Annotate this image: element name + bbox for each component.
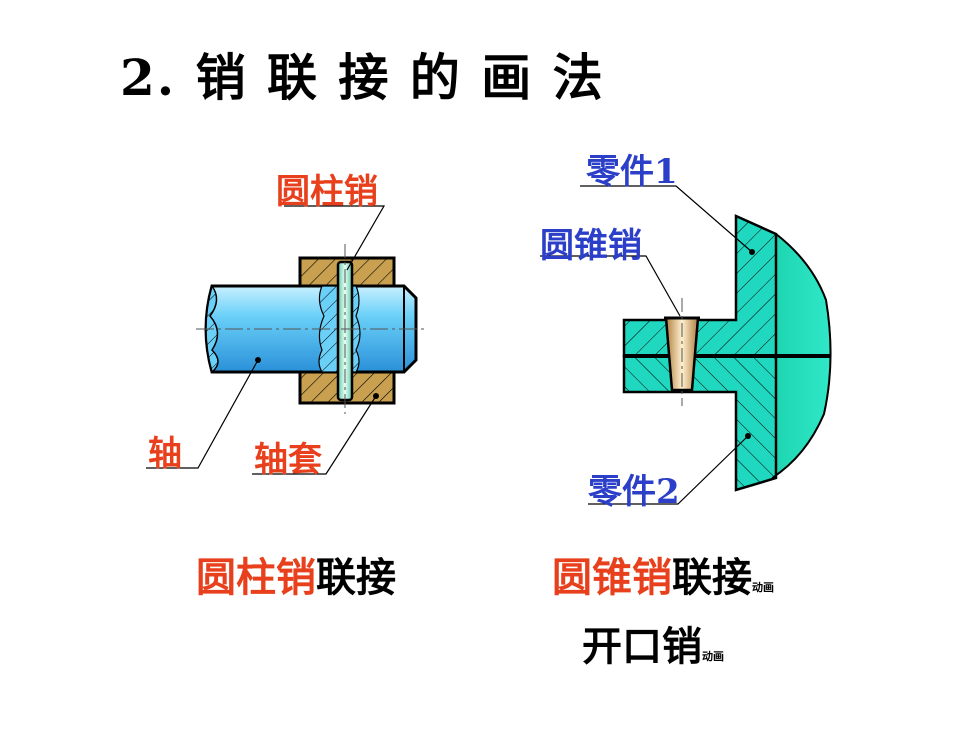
cotter-pin-link[interactable]: 开口销 [582, 623, 702, 670]
cylindrical-pin-label: 圆柱销 [276, 172, 378, 212]
taper-pin-animation-link[interactable]: 动画 [752, 581, 774, 594]
cylindrical-pin-drawing [146, 205, 426, 475]
caption-left-red: 圆柱销 [196, 554, 316, 601]
taper-pin-drawing [540, 185, 832, 505]
cylindrical-pin-caption: 圆柱销联接 [196, 545, 396, 603]
cotter-pin-caption: 开口销动画 [582, 614, 724, 672]
page-title: 2. 销 联 接 的 画 法 [120, 48, 605, 107]
part-2-label: 零件2 [588, 472, 680, 512]
shaft-label: 轴 [148, 434, 182, 474]
taper-pin-caption: 圆锥销联接动画 [552, 545, 774, 603]
caption-right-red: 圆锥销 [552, 554, 672, 601]
part-1 [622, 214, 778, 358]
cotter-pin-animation-link[interactable]: 动画 [702, 650, 724, 663]
caption-left-black: 联接 [316, 554, 396, 601]
taper-pin-label: 圆锥销 [540, 226, 642, 266]
caption-right-black: 联接 [672, 554, 752, 601]
sleeve-label: 轴套 [254, 440, 322, 480]
part-1-label: 零件1 [586, 152, 678, 192]
